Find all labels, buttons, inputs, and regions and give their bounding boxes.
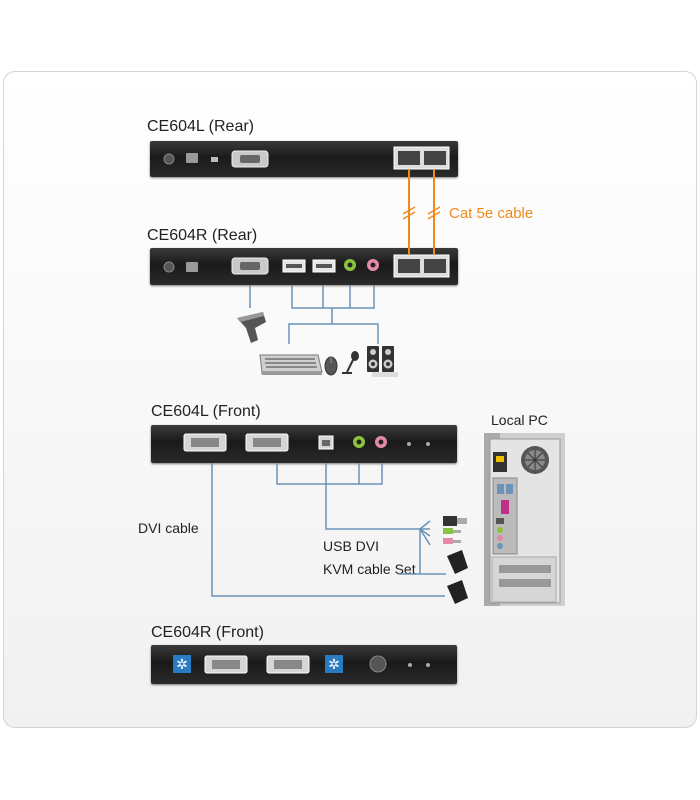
ce604r-rear-title: CE604R (Rear) bbox=[147, 227, 258, 244]
svg-text:✲: ✲ bbox=[328, 657, 340, 673]
dvi-cable-label: DVI cable bbox=[138, 520, 199, 536]
rear-peripheral-lines bbox=[249, 285, 379, 344]
kvm-cable-plugs bbox=[443, 516, 468, 604]
ce604l-rear-title: CE604L (Rear) bbox=[147, 118, 255, 135]
cat5e-cables bbox=[402, 169, 441, 255]
microphone-icon bbox=[342, 351, 359, 374]
ce604r-rear-ports bbox=[163, 254, 450, 278]
ce604l-front-title: CE604L (Front) bbox=[151, 403, 261, 420]
speakers-icon bbox=[367, 346, 398, 377]
cat5e-cable-label: Cat 5e cable bbox=[449, 205, 534, 222]
kvm-cable-label-line2: KVM cable Set bbox=[323, 561, 416, 577]
svg-text:✲: ✲ bbox=[176, 657, 188, 673]
ce604r-front-ports: ✲ ✲ bbox=[173, 655, 430, 674]
ce604l-front-ports bbox=[183, 433, 430, 452]
front-cable-lines bbox=[211, 463, 446, 597]
kvm-cable-label-line1: USB DVI bbox=[323, 538, 380, 554]
scanner-icon bbox=[237, 312, 266, 343]
local-pc-label: Local PC bbox=[491, 412, 548, 428]
ce604l-rear-ports bbox=[163, 146, 450, 170]
diagram-card bbox=[3, 71, 697, 728]
mouse-icon bbox=[324, 356, 338, 376]
computer-tower-icon bbox=[484, 433, 565, 606]
keyboard-icon bbox=[259, 354, 323, 375]
ce604r-front-title: CE604R (Front) bbox=[151, 624, 264, 641]
